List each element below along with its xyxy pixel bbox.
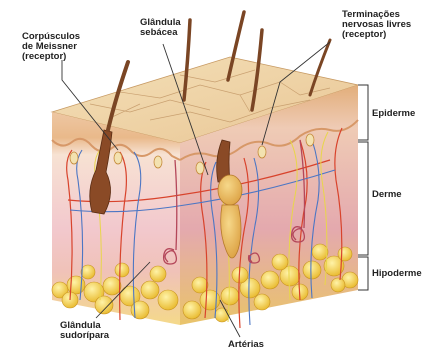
label-terminacoes: Terminações nervosas livres (receptor) [342,9,411,40]
label-terminacoes-line3: (receptor) [342,29,386,40]
label-hipoderme: Hipoderme [372,268,422,279]
label-sudoripara: Glândula sudorípara [60,320,110,341]
label-derme: Derme [372,189,402,200]
label-meissner-line3: (receptor) [22,51,66,62]
skin-block [52,12,358,328]
label-epiderme: Epiderme [372,108,415,119]
label-sudoripara-line2: sudorípara [60,330,110,341]
layer-brackets [358,85,368,290]
label-arterias: Artérias [228,339,264,350]
label-sebacea: Glândula sebácea [140,17,181,38]
label-sebacea-line2: sebácea [140,27,178,38]
label-meissner: Corpúsculos de Meissner (receptor) [22,31,80,62]
